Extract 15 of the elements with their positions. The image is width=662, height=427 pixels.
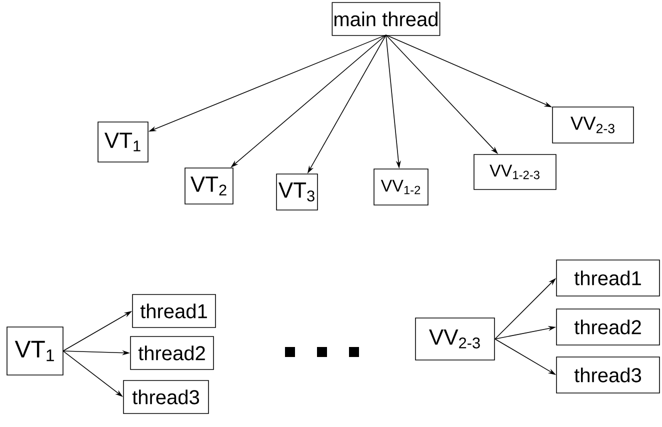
thread-box: VT$_{1}$: [98, 122, 148, 162]
thread-box: main thread: [332, 2, 440, 36]
thread-box: VT$_{2}$: [184, 168, 234, 204]
thread-box: VV$_{2-3}$: [415, 318, 495, 360]
thread-box: thread2: [556, 308, 660, 346]
thread-box: thread2: [130, 336, 214, 370]
thread-box: VV$_{1-2}$: [374, 168, 428, 206]
thread-box: VV$_{2-3}$: [552, 106, 634, 144]
thread-box: thread3: [556, 356, 660, 394]
thread-box: thread1: [132, 294, 216, 328]
thread-box: VT$_{1}$: [6, 326, 64, 376]
thread-box: VT$_{3}$: [276, 174, 318, 210]
thread-box: VV$_{1-2-3}$: [474, 154, 556, 190]
thread-box: thread1: [556, 260, 660, 296]
thread-box: thread3: [123, 380, 209, 414]
